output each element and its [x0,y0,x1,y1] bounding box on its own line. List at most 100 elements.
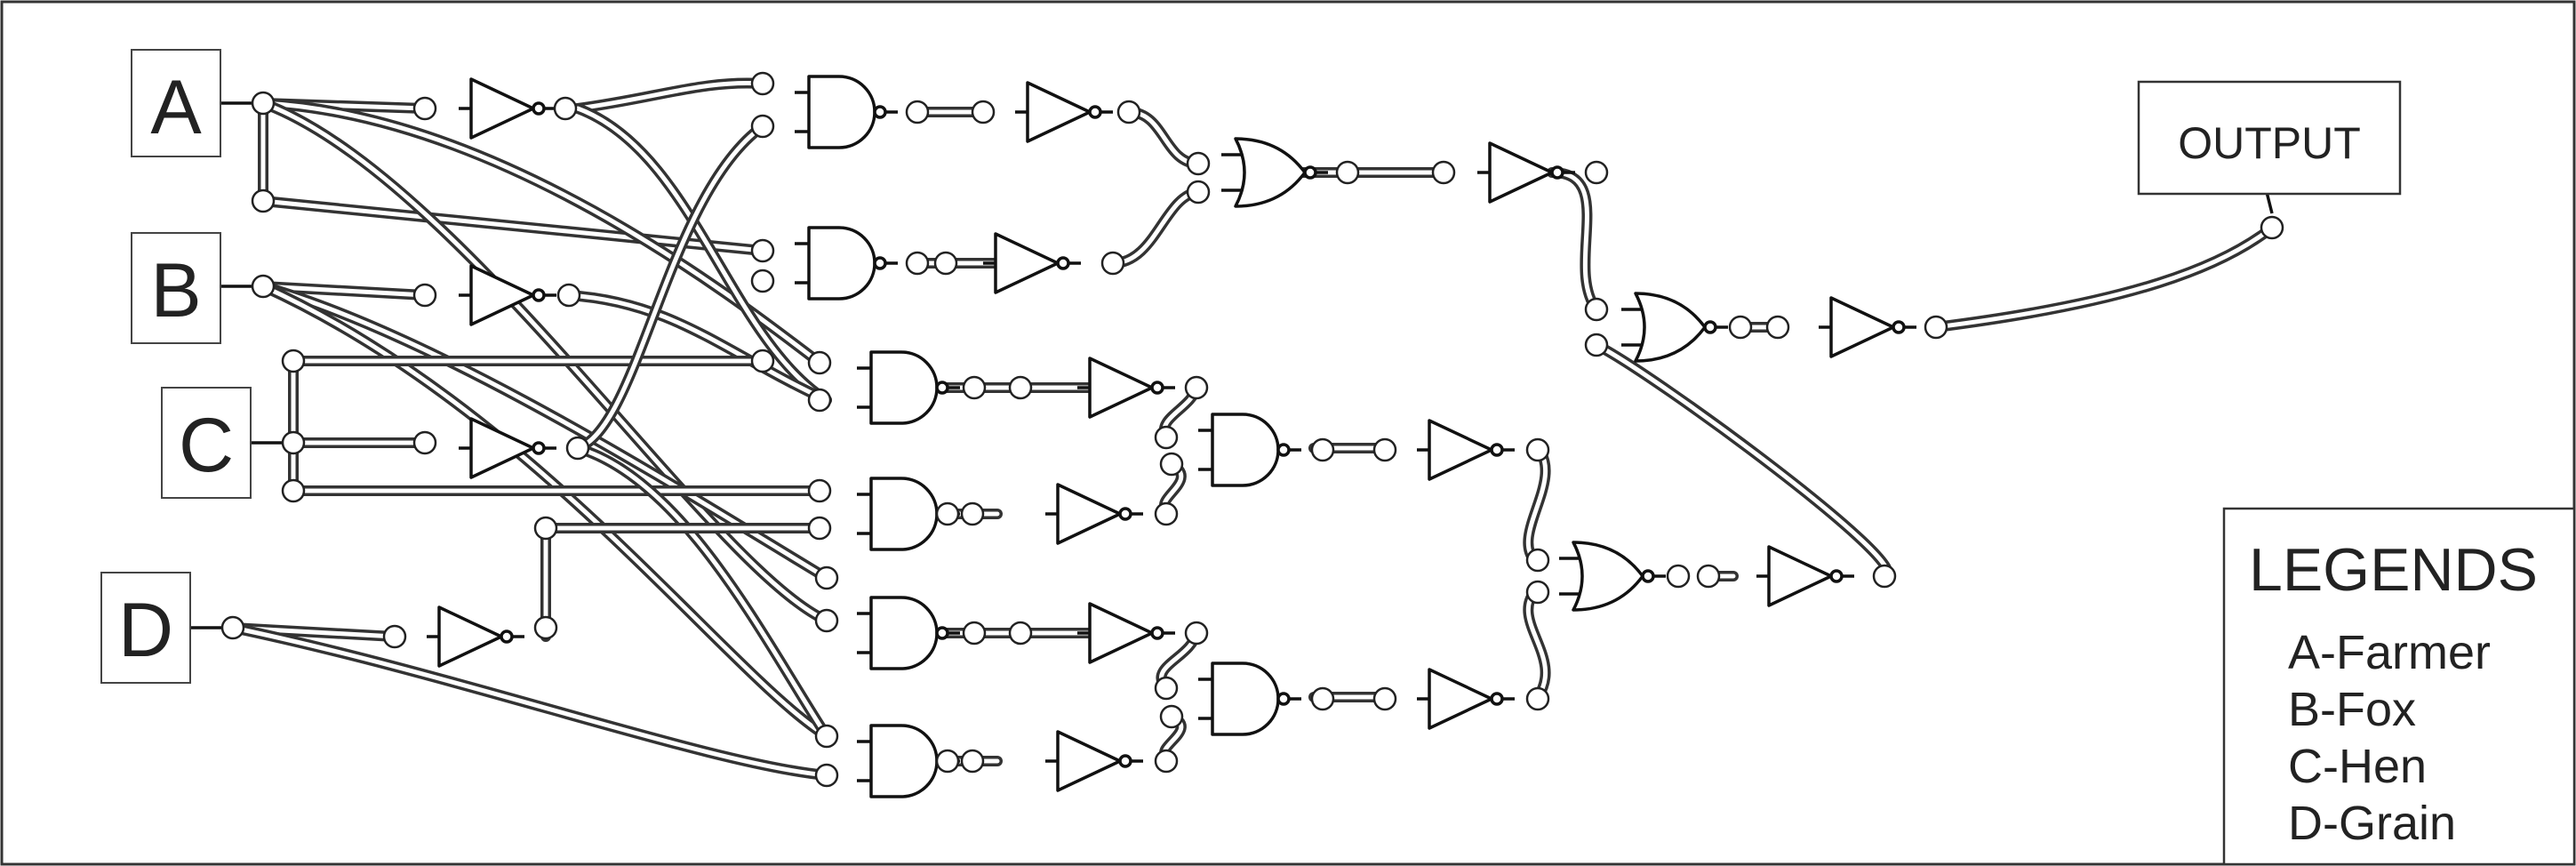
wire-node [565,436,590,461]
wire-inner [1594,342,1890,579]
not-gate-or-2-bubble [1892,320,1906,334]
not-gate-and-5-bubble [1150,626,1164,640]
wire-inner [566,293,829,403]
wire-node [960,749,985,774]
input-a-box [131,49,221,157]
wire-inner [260,100,822,365]
input-d-box [100,572,191,684]
and-gate-3 [869,350,939,425]
wire-node [412,96,437,121]
wire-inner [260,284,829,581]
wire-node [1666,564,1691,589]
legend-item-d: D-Grain [2288,797,2456,850]
legend-item-a: A-Farmer [2288,626,2491,679]
not-gate-or-3 [1767,545,1833,607]
wire-inner [230,625,829,778]
wire-node [1116,100,1141,124]
wire-node [935,749,960,774]
wire-node [1008,375,1033,400]
not-gate-and-6-bubble [1118,754,1132,768]
input-c-label: C [179,403,234,488]
wire-node [1186,151,1211,176]
and-gate-6 [869,724,939,798]
wire-node [750,71,775,96]
and-gate-8 [1211,662,1280,736]
legend-item-b: B-Fox [2288,683,2416,736]
not-gate-and-4-bubble [1118,507,1132,521]
wire [1108,187,1204,269]
wire-inner [575,124,765,451]
not-gate-and-7 [1428,419,1493,481]
and-gate-8-out-bubble [1276,692,1291,706]
legend-box [2222,507,2576,866]
output-box [2137,80,2402,196]
wire-inner [260,284,428,298]
wire-inner [575,445,829,739]
input-d-label: D [118,588,173,673]
wire-node [750,114,775,139]
wire-node [1310,686,1335,711]
not-gate-and-8 [1428,668,1493,730]
wire-node [1159,452,1184,477]
wire-node [971,100,996,124]
wire-node [1372,437,1397,462]
wire-node [960,501,985,526]
wire-node [1310,437,1335,462]
wire-inner [575,81,765,111]
not-gate-and-6 [1056,730,1122,792]
wire-node [1584,160,1609,185]
wire-node [1525,548,1550,573]
not-gate-d-bubble [500,629,514,644]
wire-node [807,388,832,413]
not-gate-and-1 [1026,81,1092,143]
input-a: A [131,49,221,157]
or-gate-2-out-bubble [1703,320,1717,334]
wire-node [1525,437,1550,462]
wire-node [1765,315,1790,340]
wire-node [556,283,581,308]
or-gate-2 [1634,292,1707,363]
legend-title: LEGENDS [2249,536,2538,604]
wire-node [553,96,578,121]
wire-node [1184,621,1209,645]
wire [1591,340,1893,581]
or-gate-1 [1234,137,1307,208]
and-gate-3-out-bubble [935,381,949,395]
wire-node [412,283,437,308]
wire-node [2260,215,2284,240]
wire-node [750,269,775,293]
and-gate-5 [869,596,939,670]
wire [564,290,832,405]
wire-node [933,251,958,276]
not-gate-d [437,605,503,668]
not-gate-and-2-bubble [1056,256,1070,270]
not-gate-and-1-bubble [1088,105,1102,119]
wire-node [807,350,832,375]
input-a-label: A [150,65,202,150]
not-gate-or-3-bubble [1829,569,1844,583]
wire-node [382,624,407,649]
wire-inner [260,284,829,739]
wire-node [1335,160,1360,185]
not-gate-or-2 [1829,296,1895,358]
wire-node [1100,251,1125,276]
wire-node [1584,333,1609,357]
wire-node [905,251,930,276]
wire-node [1525,580,1550,605]
input-c-box [161,387,252,499]
input-d: D [100,572,191,684]
wire-inner [1525,445,1548,563]
wire-node [935,501,960,526]
wire-node [1154,749,1179,774]
input-c: C [161,387,252,499]
wire-node [251,188,276,213]
wire-inner [1525,589,1548,700]
or-gate-3-out-bubble [1641,569,1655,583]
wire [1547,167,1602,315]
wire-node [814,608,839,633]
wire-inner [260,100,829,623]
wire-node [1008,621,1033,645]
not-gate-or-1 [1488,141,1554,204]
not-gate-a-bubble [532,101,546,116]
